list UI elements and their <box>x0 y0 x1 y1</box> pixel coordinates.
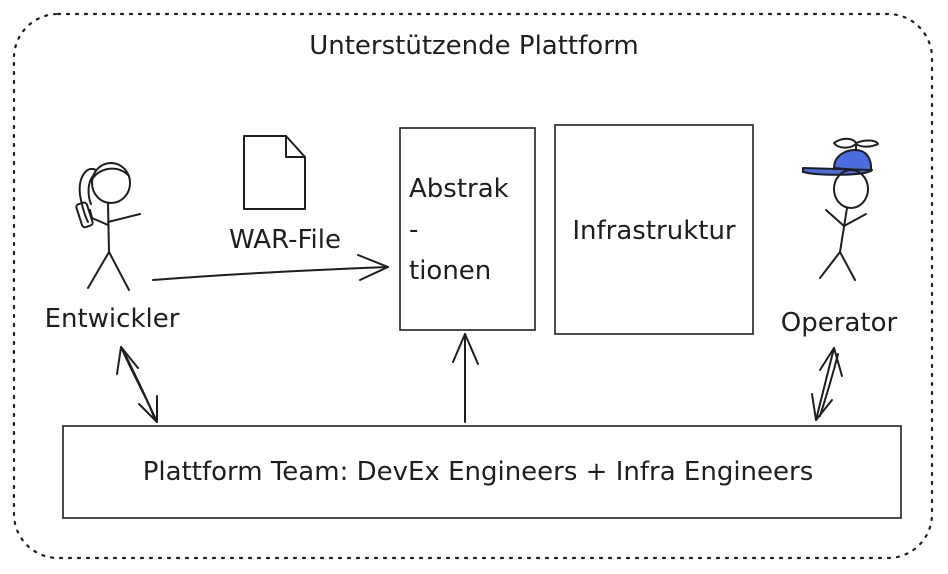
document-icon <box>243 135 306 210</box>
abstractions-label-line-1: Abstrak <box>409 174 509 204</box>
developer-label: Entwickler <box>45 304 180 334</box>
abstractions-label-line-2: - <box>409 215 418 245</box>
team-label: Plattform Team: DevEx Engineers + Infra … <box>143 457 814 487</box>
platform-title: Unterstützende Plattform <box>309 31 639 61</box>
operator-figure-icon <box>802 137 879 281</box>
developer-figure-icon <box>75 162 141 291</box>
war-file-label: WAR-File <box>229 225 341 255</box>
team-box <box>62 425 902 519</box>
infrastructure-box <box>554 124 754 335</box>
platform-boundary <box>12 12 934 560</box>
infrastructure-label: Infrastruktur <box>572 216 736 246</box>
operator-team-arrow <box>811 347 843 421</box>
abstractions-box <box>399 127 536 331</box>
abstractions-label-line-3: tionen <box>409 256 491 286</box>
operator-label: Operator <box>781 308 898 338</box>
developer-team-arrow <box>116 346 158 423</box>
deploy-arrow <box>152 254 389 281</box>
team-abstractions-arrow <box>452 333 479 423</box>
